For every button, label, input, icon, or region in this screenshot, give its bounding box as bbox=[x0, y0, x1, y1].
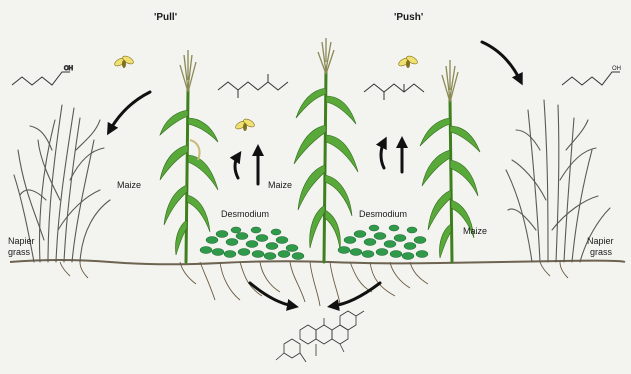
maize-label-left: Maize bbox=[117, 180, 141, 190]
desmodium-label-left: Desmodium bbox=[221, 209, 269, 219]
root-system bbox=[60, 262, 568, 306]
pull-label: 'Pull' bbox=[154, 12, 177, 23]
desmodium-left bbox=[200, 227, 304, 260]
napier-label-left-line2: grass bbox=[8, 247, 31, 257]
volatile-arrow-left-1 bbox=[235, 156, 238, 178]
chemical-structure-icon-right: OH bbox=[562, 66, 621, 85]
maize-label-center: Maize bbox=[268, 180, 292, 190]
maize-label-right: Maize bbox=[463, 226, 487, 236]
desmodium-right bbox=[338, 225, 428, 260]
maize-plant-left bbox=[160, 50, 218, 262]
soil-line bbox=[10, 260, 625, 264]
maize-plant-center bbox=[294, 38, 358, 262]
napier-label-left-line1: Napier bbox=[8, 236, 35, 246]
svg-text:OH: OH bbox=[612, 66, 621, 72]
moth-icon-left bbox=[113, 54, 134, 68]
moth-icon-right bbox=[397, 54, 418, 68]
pull-arrow bbox=[110, 92, 150, 130]
chemical-structure-icon-center-right bbox=[364, 84, 424, 100]
push-arrow bbox=[482, 42, 520, 80]
volatile-arrow-right-1 bbox=[381, 142, 384, 168]
moth-icon-center bbox=[234, 117, 255, 131]
push-label: 'Push' bbox=[394, 12, 423, 23]
flavonoid-structure-icon bbox=[276, 311, 364, 362]
napier-label-right-line1: Napier bbox=[587, 236, 614, 246]
svg-text:OH: OH bbox=[64, 66, 73, 72]
chemical-structure-icon-center-left bbox=[218, 74, 288, 98]
root-exudate-arrow-left bbox=[250, 283, 293, 306]
desmodium-label-right: Desmodium bbox=[359, 209, 407, 219]
napier-label-right-line2: grass bbox=[590, 247, 613, 257]
chemical-structure-icon-left: OH bbox=[12, 66, 73, 85]
